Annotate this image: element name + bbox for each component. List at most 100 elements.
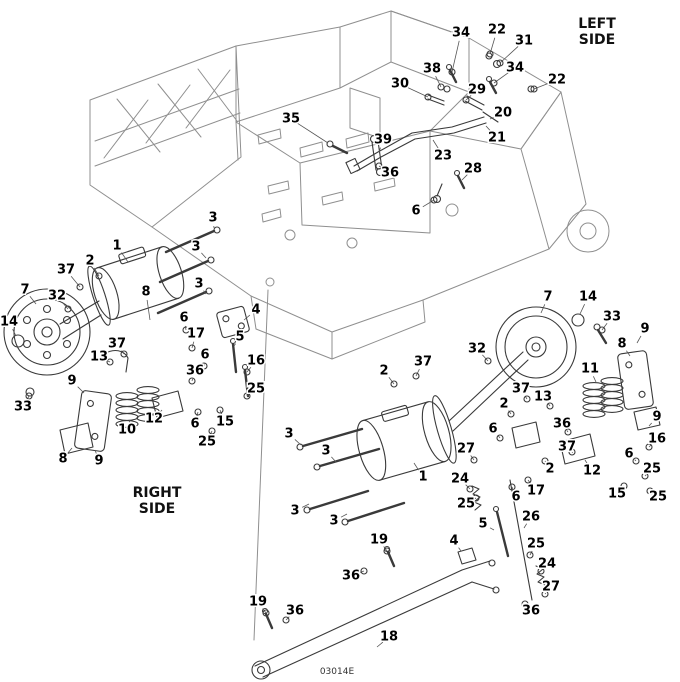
- leader-line-28: [461, 174, 468, 181]
- leader-line-38: [435, 76, 442, 88]
- callout-17: 17: [527, 484, 545, 499]
- callout-25: 25: [643, 462, 661, 477]
- leader-line-3: [201, 252, 207, 259]
- leader-line-21: [485, 125, 492, 133]
- hardware-part-38: [437, 83, 445, 91]
- callout-15: 15: [608, 487, 626, 502]
- hardware-part-25: [646, 487, 654, 495]
- leader-line-2: [544, 460, 547, 463]
- callout-1: 1: [112, 239, 121, 254]
- callout-39: 39: [374, 133, 392, 148]
- callout-24: 24: [538, 557, 556, 572]
- callout-27: 27: [542, 580, 560, 595]
- callout-12: 12: [145, 412, 163, 427]
- callout-33: 33: [603, 310, 621, 325]
- callout-37: 37: [108, 337, 126, 352]
- leader-line-32: [482, 354, 489, 362]
- right-side-assembly-art: [3, 226, 250, 455]
- hardware-part-37: [568, 448, 576, 456]
- callout-4: 4: [251, 303, 260, 318]
- leader-line-7: [29, 296, 37, 305]
- hardware-part-36: [521, 600, 529, 608]
- callout-36: 36: [522, 604, 540, 619]
- leader-line-6: [196, 411, 199, 417]
- leader-line-36: [566, 430, 569, 433]
- callout-37: 37: [414, 355, 432, 370]
- leader-line-1: [121, 252, 129, 263]
- wheel-motor-left: [87, 246, 185, 326]
- hardware-part-17: [524, 476, 532, 484]
- hardware-part-25: [641, 472, 649, 480]
- callout-2: 2: [499, 397, 508, 412]
- hardware-part-6: [496, 434, 504, 442]
- leader-line-39: [378, 147, 381, 153]
- callout-37: 37: [57, 263, 75, 278]
- leader-line-1: [413, 462, 420, 471]
- hardware-part-36: [188, 377, 196, 385]
- callout-29: 29: [468, 83, 486, 98]
- hardware-part-6: [508, 483, 516, 491]
- leader-line-9: [77, 386, 85, 394]
- leader-line-9: [94, 449, 97, 454]
- callout-34: 34: [452, 26, 470, 41]
- right-side-label-line1: RIGHT: [133, 485, 182, 501]
- callout-1: 1: [418, 470, 427, 485]
- leader-line-25: [529, 550, 533, 556]
- callout-25: 25: [527, 537, 545, 552]
- callout-36: 36: [553, 417, 571, 432]
- hardware-part-37: [523, 395, 531, 403]
- hardware-part-32: [64, 305, 72, 313]
- callout-31: 31: [515, 34, 533, 49]
- leader-line-4: [458, 547, 462, 552]
- hardware-part-25: [208, 427, 216, 435]
- leader-line-10: [128, 419, 131, 423]
- callout-3: 3: [329, 514, 338, 529]
- leader-line-32: [61, 301, 69, 310]
- callout-26: 26: [522, 510, 540, 525]
- leader-line-12: [584, 459, 589, 465]
- hardware-part-31: [496, 59, 504, 67]
- hardware-part-16: [645, 443, 653, 451]
- hardware-part-25: [472, 494, 480, 502]
- callout-34: 34: [506, 61, 524, 76]
- callout-36: 36: [286, 604, 304, 619]
- hardware-part-29: [462, 96, 470, 104]
- callout-3: 3: [208, 211, 217, 226]
- leader-line-3: [302, 503, 310, 508]
- callout-38: 38: [423, 62, 441, 77]
- hardware-part-13: [106, 358, 114, 366]
- leader-line-33: [26, 395, 30, 401]
- callout-32: 32: [468, 342, 486, 357]
- callout-19: 19: [370, 533, 388, 548]
- callout-2: 2: [545, 462, 554, 477]
- callout-10: 10: [118, 423, 136, 438]
- callout-6: 6: [624, 447, 633, 462]
- callout-24: 24: [451, 472, 469, 487]
- callout-8: 8: [58, 452, 67, 467]
- callout-13: 13: [534, 390, 552, 405]
- hardware-part-36: [282, 616, 290, 624]
- wheel-motor-right: [356, 395, 457, 481]
- callout-14: 14: [579, 290, 597, 305]
- callout-33: 33: [14, 400, 32, 415]
- callout-22: 22: [488, 23, 506, 38]
- leader-line-6: [422, 199, 435, 208]
- hardware-part-25: [243, 392, 251, 400]
- hardware-part-19: [262, 609, 270, 617]
- hardware-part-24: [537, 567, 545, 575]
- callout-15: 15: [216, 415, 234, 430]
- hardware-part-15: [216, 406, 224, 414]
- leader-line-5: [489, 527, 495, 531]
- leader-lines: [12, 37, 652, 648]
- leader-line-3: [340, 513, 348, 518]
- callout-27: 27: [457, 442, 475, 457]
- leader-line-9: [636, 335, 642, 344]
- leader-line-25: [649, 490, 652, 493]
- brake-bracket-right: [617, 350, 654, 410]
- leader-line-36: [524, 603, 527, 606]
- callout-12: 12: [583, 464, 601, 479]
- callout-37: 37: [558, 440, 576, 455]
